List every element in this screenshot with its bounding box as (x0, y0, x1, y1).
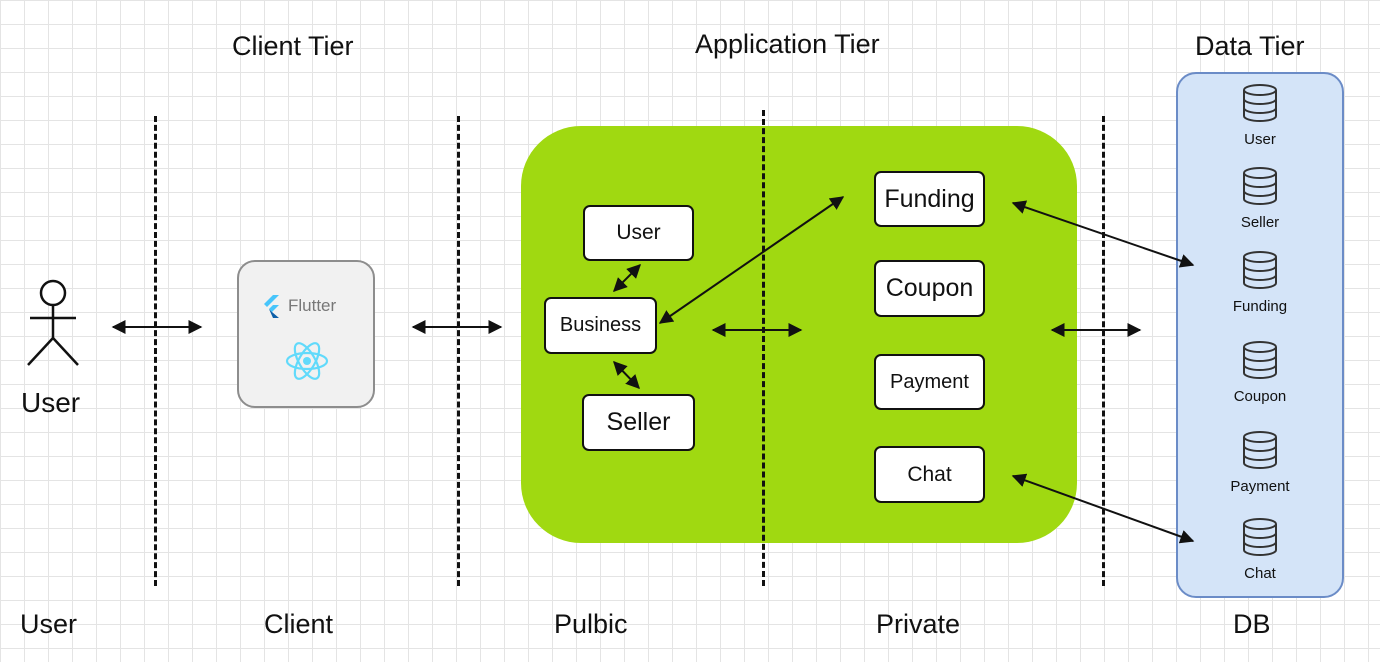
user-service-box: User (583, 205, 694, 261)
database-icon (1243, 341, 1277, 379)
db-payment: Payment (1178, 429, 1342, 495)
db-coupon-label: Coupon (1233, 388, 1287, 405)
database-icon (1243, 167, 1277, 205)
client-app-box: Flutter (237, 260, 375, 408)
data-tier-panel: User Seller Funding Coupon Payment (1176, 72, 1344, 598)
zone-label-client: Client (264, 609, 334, 639)
user-actor-label: User (21, 387, 81, 418)
zone-label-private: Private (876, 609, 961, 639)
database-icon (1243, 251, 1277, 289)
react-icon (285, 342, 329, 380)
application-tier-title: Application Tier (695, 29, 880, 59)
database-icon (1243, 84, 1277, 122)
divider-client-app (457, 116, 460, 586)
flutter-label: Flutter (288, 296, 337, 315)
db-funding: Funding (1178, 249, 1342, 315)
coupon-service-box: Coupon (874, 260, 985, 317)
db-funding-label: Funding (1232, 298, 1288, 315)
user-actor-icon (27, 279, 79, 366)
chat-service-box: Chat (874, 446, 985, 503)
database-icon (1243, 431, 1277, 469)
zone-label-db: DB (1233, 609, 1271, 639)
db-seller: Seller (1178, 165, 1342, 231)
db-seller-label: Seller (1240, 214, 1280, 231)
client-tier-title: Client Tier (232, 31, 354, 61)
business-service-box: Business (544, 297, 657, 354)
db-coupon: Coupon (1178, 339, 1342, 405)
db-user-label: User (1244, 131, 1276, 148)
zone-label-user: User (20, 609, 78, 639)
divider-user-client (154, 116, 157, 586)
divider-public-private (762, 110, 765, 586)
zone-label-public: Pulbic (554, 609, 628, 639)
flutter-icon (264, 295, 279, 318)
db-chat: Chat (1178, 516, 1342, 582)
db-chat-label: Chat (1244, 565, 1276, 582)
payment-service-box: Payment (874, 354, 985, 410)
data-tier-title: Data Tier (1195, 31, 1305, 61)
db-payment-label: Payment (1230, 478, 1290, 495)
divider-app-data (1102, 116, 1105, 586)
database-icon (1243, 518, 1277, 556)
db-user: User (1178, 82, 1342, 148)
funding-service-box: Funding (874, 171, 985, 227)
seller-service-box: Seller (582, 394, 695, 451)
